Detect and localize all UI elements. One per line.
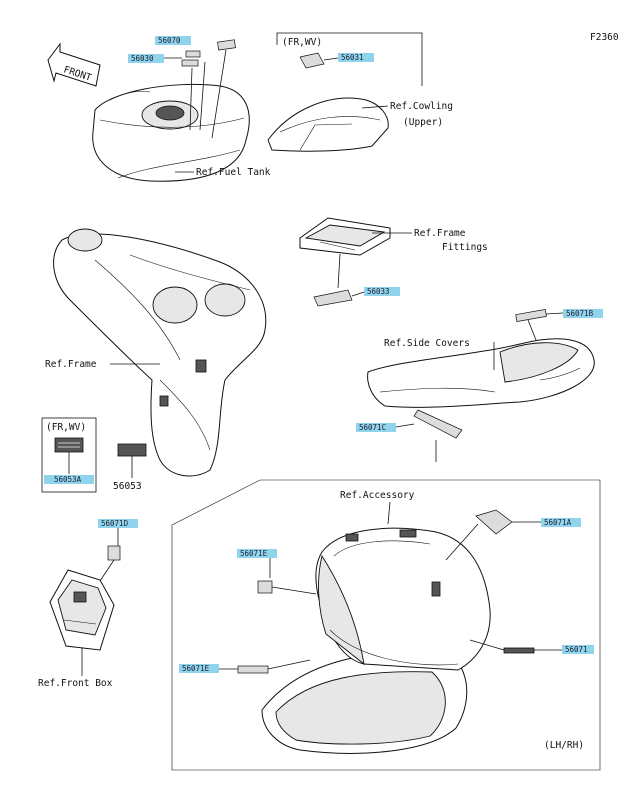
part-56071B[interactable]: 56071B (566, 309, 594, 318)
front-arrow: FRONT (47, 42, 101, 87)
decal-56053 (117, 443, 147, 457)
decal-56071E-lower (237, 665, 269, 674)
fuel-tank-drawing (92, 83, 250, 182)
decal-56071C (413, 409, 463, 439)
fr-wv-top-label: (FR,WV) (282, 37, 322, 48)
decal-56033 (313, 289, 353, 307)
fr-wv-left-label: (FR,WV) (46, 422, 86, 433)
label-ref-fuel-tank[interactable]: Ref.Fuel Tank (196, 167, 271, 178)
side-covers-drawing (367, 338, 595, 408)
part-56071D[interactable]: 56071D (101, 519, 129, 528)
decal-56030b (181, 59, 199, 67)
fr-wv-cowling-box: (FR,WV) (276, 32, 423, 86)
decal-56071E-upper (257, 580, 273, 594)
part-56071C[interactable]: 56071C (359, 423, 386, 432)
label-ref-frame[interactable]: Ref.Frame (45, 359, 97, 370)
frame-drawing (53, 228, 267, 477)
label-lh-rh: (LH/RH) (544, 740, 584, 751)
decal-56071D (107, 545, 121, 561)
part-56030[interactable]: 56030 (131, 54, 154, 63)
part-56071A[interactable]: 56071A (544, 518, 572, 527)
part-56071E-upper[interactable]: 56071E (240, 549, 268, 558)
label-ref-frame-fittings[interactable]: Ref.Frame (414, 228, 466, 239)
part-56053A[interactable]: 56053A (54, 475, 82, 484)
label-ref-side-covers[interactable]: Ref.Side Covers (384, 338, 470, 349)
accessory-outline (171, 479, 601, 771)
part-56070[interactable]: 56070 (158, 36, 181, 45)
cowling-drawing (267, 97, 389, 152)
decal-56031 (299, 52, 325, 69)
label-ref-front-box[interactable]: Ref.Front Box (38, 678, 113, 689)
decal-56070 (217, 39, 236, 51)
figure-id: F2360 (590, 32, 619, 43)
part-56033[interactable]: 56033 (367, 287, 390, 296)
decal-56071 (503, 647, 535, 654)
label-ref-cowling[interactable]: Ref.Cowling (390, 101, 453, 112)
decal-56071B (515, 309, 547, 322)
decal-56071A (475, 509, 513, 535)
part-56071[interactable]: 56071 (565, 645, 588, 654)
top-case-drawing (261, 527, 491, 754)
label-ref-accessory[interactable]: Ref.Accessory (340, 490, 415, 501)
decal-56030a (185, 50, 201, 58)
label-cowling-upper: (Upper) (403, 117, 443, 128)
label-fittings: Fittings (442, 242, 488, 253)
part-56071E-lower[interactable]: 56071E (182, 664, 210, 673)
front-box-drawing (49, 569, 115, 651)
part-56031[interactable]: 56031 (341, 53, 364, 62)
frame-fittings-drawing (299, 217, 391, 256)
part-56053[interactable]: 56053 (113, 481, 142, 492)
